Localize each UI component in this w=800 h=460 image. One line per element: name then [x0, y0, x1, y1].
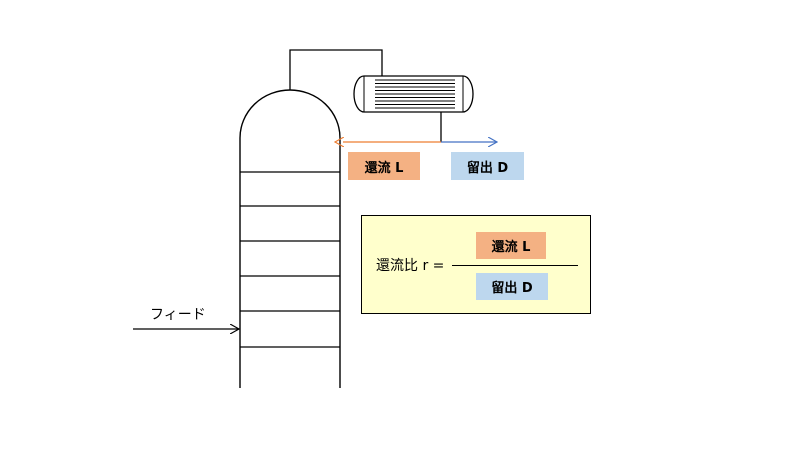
reflux-ratio-formula-box: 還流比 r = 還流 L 留出 D — [361, 215, 591, 314]
formula-numerator: 還流 L — [476, 232, 546, 259]
condenser-tubes — [375, 79, 455, 109]
distillation-column — [239, 89, 341, 388]
feed-label: フィード — [150, 307, 206, 323]
overhead-vapor-line — [289, 49, 383, 90]
distillate-label: 留出 D — [451, 152, 524, 180]
reflux-label: 還流 L — [348, 152, 420, 180]
condenser — [353, 75, 474, 113]
fraction-line — [452, 265, 578, 266]
column-trays — [240, 171, 340, 348]
reflux-ratio-label: 還流比 r = — [376, 258, 445, 274]
formula-denominator: 留出 D — [476, 273, 548, 300]
